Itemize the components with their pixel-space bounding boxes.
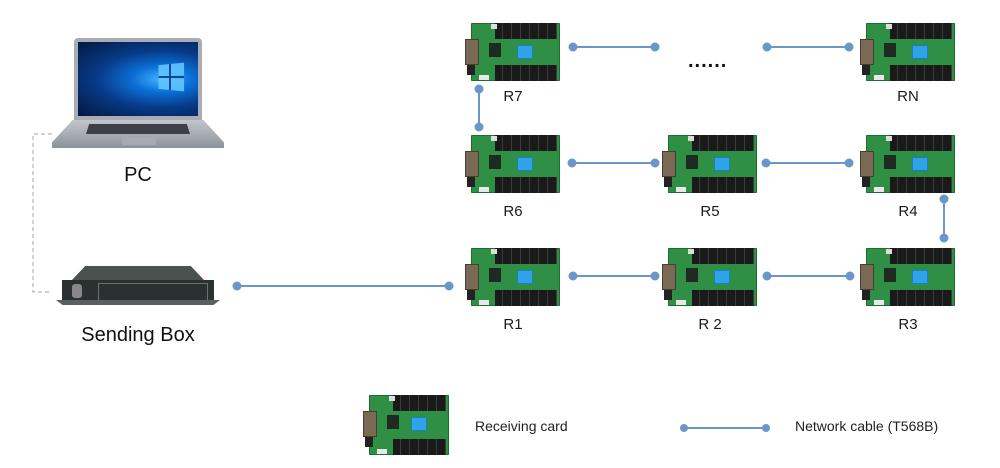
sending-box-label: Sending Box <box>81 324 195 346</box>
cable-r2-r3 <box>762 271 855 281</box>
cable-r3-r4 <box>939 194 949 243</box>
receiving-card-r7 <box>465 21 560 81</box>
sending-box-icon <box>56 266 220 306</box>
card-label-r5: R5 <box>700 203 720 220</box>
cable-r6-r7 <box>474 84 484 132</box>
pc-label: PC <box>124 164 152 186</box>
receiving-card-r6 <box>465 133 560 193</box>
receiving-card-rn <box>860 21 955 81</box>
receiving-card-r2 <box>662 246 757 306</box>
receiving-card-r1 <box>465 246 560 306</box>
cable-r1-r2 <box>568 271 660 281</box>
legend-cable-sample <box>680 424 770 432</box>
cable-ellipsis-rn <box>762 42 854 52</box>
card-label-rn: RN <box>897 88 919 105</box>
cable-r5-r6 <box>567 158 660 168</box>
cable-r4-r5 <box>761 158 854 168</box>
receiving-card-r4 <box>860 133 955 193</box>
card-label-r2: R 2 <box>698 316 722 333</box>
pc-to-sending-box-dashed-line <box>32 133 52 293</box>
card-label-r4: R4 <box>898 203 918 220</box>
laptop-icon <box>52 38 224 150</box>
card-label-r1: R1 <box>503 316 523 333</box>
receiving-card-r3 <box>860 246 955 306</box>
ellipsis-more-cards: ...... <box>688 50 728 72</box>
cable-r7-ellipsis <box>568 42 660 52</box>
card-label-r6: R6 <box>503 203 523 220</box>
card-label-r7: R7 <box>503 88 523 105</box>
legend-network-cable-label: Network cable (T568B) <box>795 418 939 434</box>
receiving-card-r5 <box>662 133 757 193</box>
card-label-r3: R3 <box>898 316 918 333</box>
cable-sendingbox-r1 <box>232 281 454 291</box>
legend-receiving-card-label: Receiving card <box>475 418 568 434</box>
legend-receiving-card-icon <box>363 393 449 455</box>
